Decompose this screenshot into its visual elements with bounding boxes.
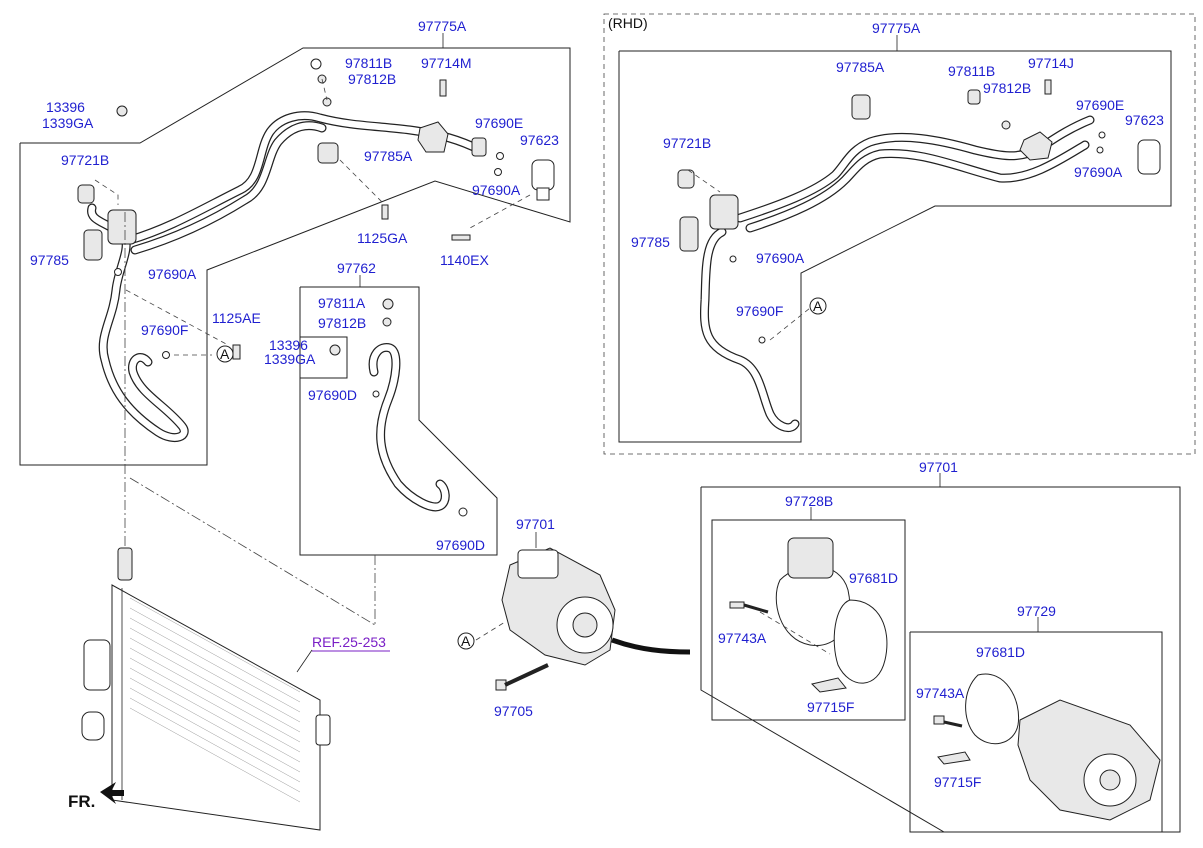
marker-a-rhd-label: A	[813, 298, 823, 314]
label-97690a-rhd-mid[interactable]: 97690A	[756, 250, 805, 266]
label-97690a-lhd-top[interactable]: 97690A	[472, 182, 521, 198]
label-97785-rhd[interactable]: 97785	[631, 234, 670, 250]
label-97681d-a[interactable]: 97681D	[849, 570, 898, 586]
label-97690e-lhd[interactable]: 97690E	[475, 115, 523, 131]
compressor-97701	[475, 532, 691, 691]
group-rhd	[603, 13, 1196, 455]
label-13396-top[interactable]: 13396	[46, 99, 85, 115]
front-label: FR.	[68, 792, 95, 811]
label-97714m[interactable]: 97714M	[421, 55, 472, 71]
label-97690a-lhd-mid[interactable]: 97690A	[148, 266, 197, 282]
label-97690f-lhd[interactable]: 97690F	[141, 322, 188, 338]
label-97690d-a[interactable]: 97690D	[308, 387, 357, 403]
label-ref-25-253[interactable]: REF.25-253	[312, 634, 386, 650]
marker-a-lhd-label: A	[220, 346, 230, 362]
label-97743a-a[interactable]: 97743A	[718, 630, 767, 646]
label-97721b-rhd[interactable]: 97721B	[663, 135, 711, 151]
condenser	[81, 212, 376, 831]
label-97775a-lhd[interactable]: 97775A	[418, 18, 467, 34]
label-97701-assembly[interactable]: 97701	[919, 459, 958, 475]
label-97623-rhd[interactable]: 97623	[1125, 112, 1164, 128]
connection-markers: A A A	[216, 297, 827, 650]
group-97762	[299, 275, 498, 556]
label-1339ga-top[interactable]: 1339GA	[42, 115, 94, 131]
label-97701-compressor[interactable]: 97701	[516, 516, 555, 532]
front-direction-indicator: FR.	[68, 782, 124, 811]
label-97811a[interactable]: 97811A	[318, 295, 366, 311]
label-97729[interactable]: 97729	[1017, 603, 1056, 619]
label-97714j[interactable]: 97714J	[1028, 55, 1074, 71]
label-97775a-rhd[interactable]: 97775A	[872, 20, 921, 36]
label-97728b[interactable]: 97728B	[785, 493, 833, 509]
label-97690a-rhd-right[interactable]: 97690A	[1074, 164, 1123, 180]
label-97715f-a[interactable]: 97715F	[807, 699, 854, 715]
label-1140ex[interactable]: 1140EX	[440, 252, 489, 268]
label-1125ga[interactable]: 1125GA	[357, 230, 408, 246]
label-97623-lhd[interactable]: 97623	[520, 132, 559, 148]
label-97715f-b[interactable]: 97715F	[934, 774, 981, 790]
label-97785a-rhd[interactable]: 97785A	[836, 59, 885, 75]
label-97721b-lhd[interactable]: 97721B	[61, 152, 109, 168]
label-97762[interactable]: 97762	[337, 260, 376, 276]
label-97785-lhd[interactable]: 97785	[30, 252, 69, 268]
marker-a-lhd	[216, 345, 234, 363]
part-labels: 97775A 97811B 97812B 97714M 13396 1339GA…	[30, 15, 1164, 790]
label-97811b-rhd[interactable]: 97811B	[948, 63, 995, 79]
group-97775a-lhd	[19, 33, 571, 466]
label-97785a-lhd[interactable]: 97785A	[364, 148, 413, 164]
marker-a-compressor	[457, 632, 475, 650]
marker-a-compressor-label: A	[461, 633, 471, 649]
label-1339ga-mid[interactable]: 1339GA	[264, 351, 316, 367]
label-1125ae[interactable]: 1125AE	[212, 310, 261, 326]
label-97811b-lhd[interactable]: 97811B	[345, 55, 392, 71]
label-97705[interactable]: 97705	[494, 703, 533, 719]
label-97690e-rhd[interactable]: 97690E	[1076, 97, 1124, 113]
marker-a-rhd	[809, 297, 827, 315]
label-97743a-b[interactable]: 97743A	[916, 685, 965, 701]
label-97812b-lhd[interactable]: 97812B	[348, 71, 396, 87]
group-97701-assembly	[700, 473, 1181, 833]
front-arrow-icon	[100, 782, 124, 804]
label-97681d-b[interactable]: 97681D	[976, 644, 1025, 660]
label-97690f-rhd[interactable]: 97690F	[736, 303, 783, 319]
label-13396-mid[interactable]: 13396	[269, 337, 308, 353]
rhd-title: (RHD)	[608, 15, 648, 31]
label-97690d-b[interactable]: 97690D	[436, 537, 485, 553]
label-97812b-rhd[interactable]: 97812B	[983, 80, 1031, 96]
label-97812b-mid[interactable]: 97812B	[318, 315, 366, 331]
